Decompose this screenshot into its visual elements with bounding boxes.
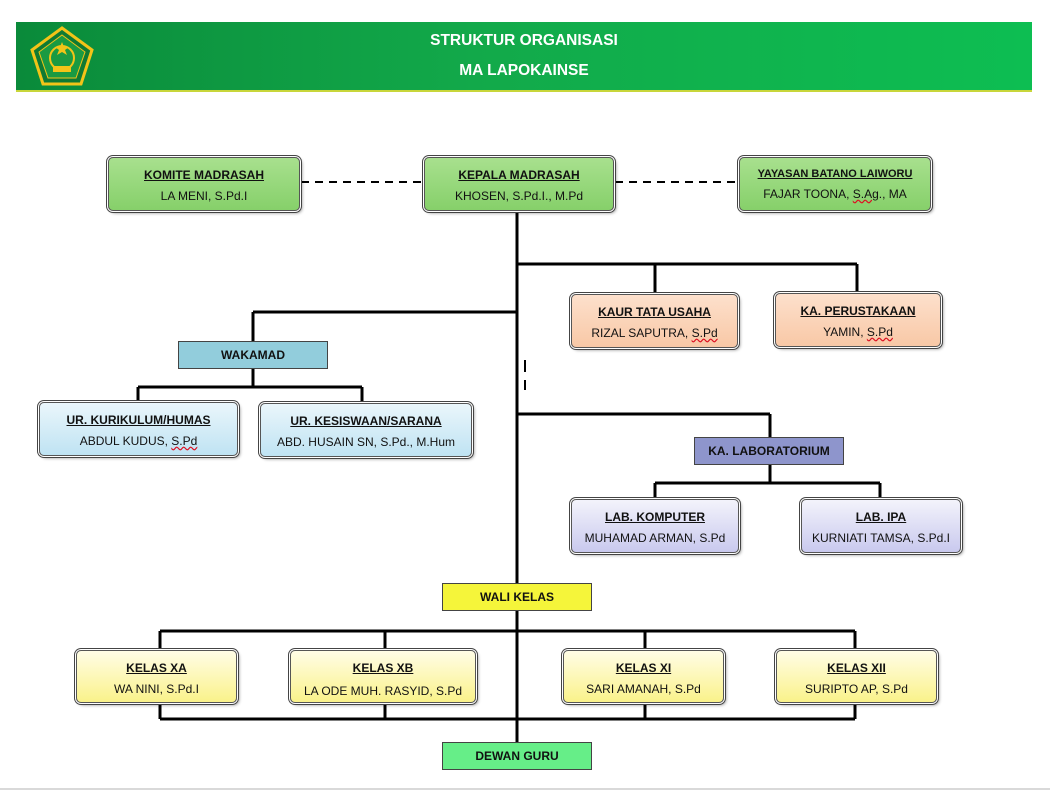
- komite-name: LA MENI, S.Pd.I: [160, 189, 248, 203]
- kelas-xi-box: KELAS XI SARI AMANAH, S.Pd: [563, 650, 724, 703]
- kelas-xi-name: SARI AMANAH, S.Pd: [586, 682, 701, 696]
- kepala-madrasah-box: KEPALA MADRASAH KHOSEN, S.Pd.I., M.Pd: [424, 157, 614, 211]
- kelas-xa-box: KELAS XA WA NINI, S.Pd.I: [76, 650, 237, 703]
- lab-ipa-title: LAB. IPA: [855, 510, 907, 524]
- kelas-xa-name: WA NINI, S.Pd.I: [114, 682, 199, 696]
- kelas-xii-title: KELAS XII: [827, 661, 886, 675]
- yayasan-title: YAYASAN BATANO LAIWORU: [757, 168, 913, 180]
- lab-komputer-title: LAB. KOMPUTER: [605, 510, 705, 524]
- kelas-xii-box: KELAS XII SURIPTO AP, S.Pd: [776, 650, 937, 703]
- kaur-title: KAUR TATA USAHA: [598, 305, 711, 319]
- kepala-title: KEPALA MADRASAH: [458, 168, 580, 182]
- kepala-name: KHOSEN, S.Pd.I., M.Pd: [454, 189, 584, 203]
- kurikulum-title: UR. KURIKULUM/HUMAS: [66, 413, 211, 427]
- ka-laboratorium-box: KA. LABORATORIUM: [694, 437, 844, 465]
- kelas-xi-title: KELAS XI: [615, 661, 672, 675]
- perpus-title: KA. PERUSTAKAAN: [800, 304, 916, 318]
- komite-madrasah-box: KOMITE MADRASAH LA MENI, S.Pd.I: [108, 157, 300, 211]
- yayasan-box: YAYASAN BATANO LAIWORU FAJAR TOONA, S.Ag…: [739, 157, 931, 211]
- bottom-divider: [0, 788, 1050, 790]
- kelas-xb-title: KELAS XB: [352, 661, 414, 675]
- header-title-line2: MA LAPOKAINSE: [459, 62, 589, 79]
- kelas-xb-box: KELAS XB LA ODE MUH. RASYID, S.Pd: [290, 650, 476, 703]
- perpustakaan-box: KA. PERUSTAKAAN YAMIN, S.Pd: [775, 293, 941, 347]
- lab-ipa-name: KURNIATI TAMSA, S.Pd.I: [811, 531, 951, 545]
- kaur-tata-usaha-box: KAUR TATA USAHA RIZAL SAPUTRA, S.Pd: [571, 294, 738, 348]
- lab-komputer-box: LAB. KOMPUTER MUHAMAD ARMAN, S.Pd: [571, 499, 739, 553]
- kurikulum-humas-box: UR. KURIKULUM/HUMAS ABDUL KUDUS, S.Pd: [39, 402, 238, 456]
- kelas-xb-name: LA ODE MUH. RASYID, S.Pd: [303, 684, 463, 698]
- kaur-name: RIZAL SAPUTRA, S.Pd: [591, 326, 718, 340]
- yayasan-name: FAJAR TOONA, S.Ag., MA: [763, 187, 907, 201]
- perpus-name: YAMIN, S.Pd: [823, 325, 893, 339]
- ministry-logo-icon: [30, 26, 94, 86]
- lab-komputer-name: MUHAMAD ARMAN, S.Pd: [584, 531, 726, 545]
- kurikulum-name: ABDUL KUDUS, S.Pd: [79, 434, 198, 448]
- komite-title: KOMITE MADRASAH: [144, 168, 264, 182]
- dewan-guru-box: DEWAN GURU: [442, 742, 592, 770]
- header-banner: STRUKTUR ORGANISASI MA LAPOKAINSE: [16, 22, 1032, 92]
- kelas-xa-title: KELAS XA: [126, 661, 187, 675]
- kesiswaan-sarana-box: UR. KESISWAAN/SARANA ABD. HUSAIN SN, S.P…: [260, 403, 472, 457]
- lab-ipa-box: LAB. IPA KURNIATI TAMSA, S.Pd.I: [801, 499, 961, 553]
- kelas-xii-name: SURIPTO AP, S.Pd: [805, 682, 908, 696]
- wakamad-box: WAKAMAD: [178, 341, 328, 369]
- header-title-line1: STRUKTUR ORGANISASI: [430, 32, 618, 49]
- wali-kelas-box: WALI KELAS: [442, 583, 592, 611]
- kesiswaan-title: UR. KESISWAAN/SARANA: [290, 414, 442, 428]
- kesiswaan-name: ABD. HUSAIN SN, S.Pd., M.Hum: [276, 435, 456, 449]
